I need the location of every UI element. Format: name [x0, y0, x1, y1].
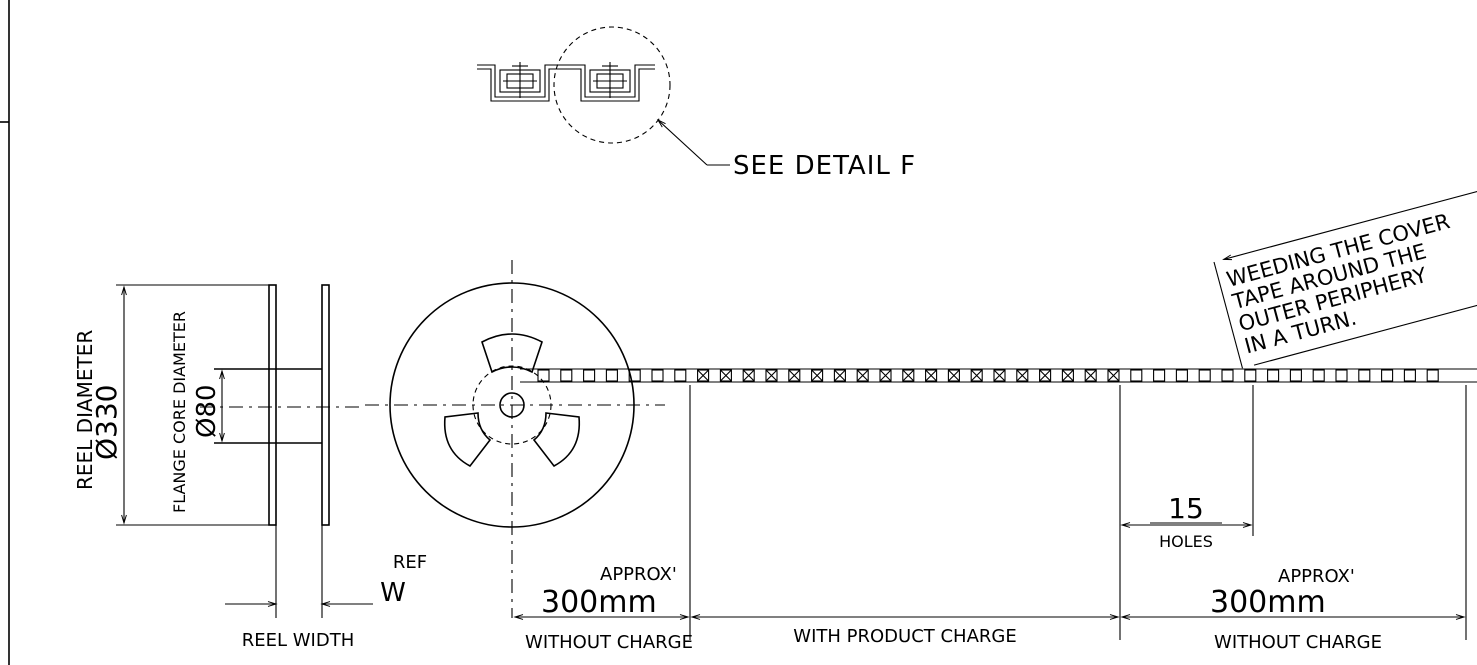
reel-windows [443, 333, 581, 468]
tape-pocket [537, 369, 550, 382]
tape-pocket [1267, 369, 1280, 382]
tape-pocket-component [1062, 369, 1074, 382]
tape-pocket [628, 369, 641, 382]
leader-length: 300mm [541, 585, 657, 620]
trailer-length: 300mm [1210, 585, 1326, 620]
tape-pocket-component [970, 369, 983, 382]
trailer-label: WITHOUT CHARGE [1214, 632, 1382, 653]
tape-pocket [605, 369, 618, 382]
tape-pocket [1198, 369, 1211, 382]
tape-pocket [1358, 369, 1371, 382]
tape-pocket-component [1107, 369, 1120, 382]
tape-pocket [925, 369, 938, 382]
tape-pocket [1221, 369, 1234, 382]
tape-pocket [811, 369, 824, 382]
tape-pocket-component [697, 369, 709, 382]
tape-pocket [765, 369, 778, 382]
tape-pocket [719, 369, 732, 382]
tape-pockets [537, 369, 1439, 382]
tape-pocket [1084, 369, 1097, 382]
tape-pocket [788, 369, 801, 382]
tape-pocket-component [1016, 369, 1029, 382]
tape-pocket-component [902, 369, 915, 382]
reel-diameter-label: REEL DIAMETER [73, 330, 97, 490]
reel-side-view [200, 284, 362, 526]
reel-diameter-dim [116, 284, 269, 526]
tape-pocket [1153, 369, 1166, 382]
flange-core-label: FLANGE CORE DIAMETER [170, 311, 189, 513]
tape-pocket [1403, 369, 1416, 382]
trailer-approx: APPROX' [1278, 566, 1355, 587]
tape-pocket [583, 369, 596, 382]
reel-width-dim [225, 525, 373, 618]
detail-leader [656, 118, 730, 166]
tape-pocket-component [856, 369, 869, 382]
reel-diameter-value: Ø330 [90, 385, 123, 460]
tape-pocket-component [765, 369, 778, 382]
leader-approx: APPROX' [600, 564, 677, 585]
carrier-tape [520, 368, 1477, 383]
tape-pocket-component [948, 369, 960, 382]
tape-pocket [697, 369, 710, 382]
reel-width-label: REEL WIDTH [242, 630, 355, 651]
product-label: WITH PRODUCT CHARGE [793, 626, 1016, 647]
tape-pocket [1381, 369, 1394, 382]
tape-pocket [742, 369, 755, 382]
tape-pocket [947, 369, 960, 382]
leader-label: WITHOUT CHARGE [525, 632, 693, 653]
tape-pocket [1335, 369, 1348, 382]
tape-pocket-component [1039, 369, 1051, 382]
tape-pocket-component [811, 369, 823, 382]
tape-pocket [1061, 369, 1074, 382]
pitch-unit: HOLES [1159, 532, 1213, 551]
tape-pocket [1130, 369, 1143, 382]
tape-pocket [1244, 369, 1257, 382]
tape-pocket [674, 369, 687, 382]
tape-pocket [1107, 369, 1120, 382]
sheet-border [0, 0, 10, 665]
reel-front-view [365, 260, 665, 618]
tape-dimension-lines [513, 385, 1467, 640]
tape-cross-section [477, 62, 655, 102]
tape-pocket [856, 369, 869, 382]
tape-pocket [993, 369, 1006, 382]
tape-pocket [651, 369, 664, 382]
detail-f-circle [553, 26, 671, 144]
pitch-value: 15 [1168, 492, 1204, 525]
tape-pocket-component [993, 369, 1006, 382]
tape-pocket [1175, 369, 1188, 382]
tape-pocket [1039, 369, 1052, 382]
tape-pocket [560, 369, 573, 382]
tape-pocket [1016, 369, 1029, 382]
tape-pocket-component [720, 369, 732, 382]
tape-pocket [1289, 369, 1302, 382]
tape-pocket-component [742, 369, 755, 382]
tape-pocket-component [788, 369, 801, 382]
flange-core-value: Ø80 [192, 384, 222, 438]
detail-callout-label: SEE DETAIL F [733, 151, 916, 181]
tape-pocket-component [834, 369, 846, 382]
width-symbol: W [380, 578, 406, 608]
tape-pocket [833, 369, 846, 382]
tape-pocket [902, 369, 915, 382]
ref-label: REF [393, 552, 427, 573]
tape-pocket [1426, 369, 1439, 382]
tape-pocket-component [1084, 369, 1097, 382]
note-box: WEEDING THE COVER TAPE AROUND THE OUTER … [1213, 188, 1477, 369]
tape-pocket-component [925, 369, 937, 382]
tape-pocket [970, 369, 983, 382]
tape-pocket [879, 369, 892, 382]
tape-pocket [1312, 369, 1325, 382]
tape-pocket-component [879, 369, 892, 382]
